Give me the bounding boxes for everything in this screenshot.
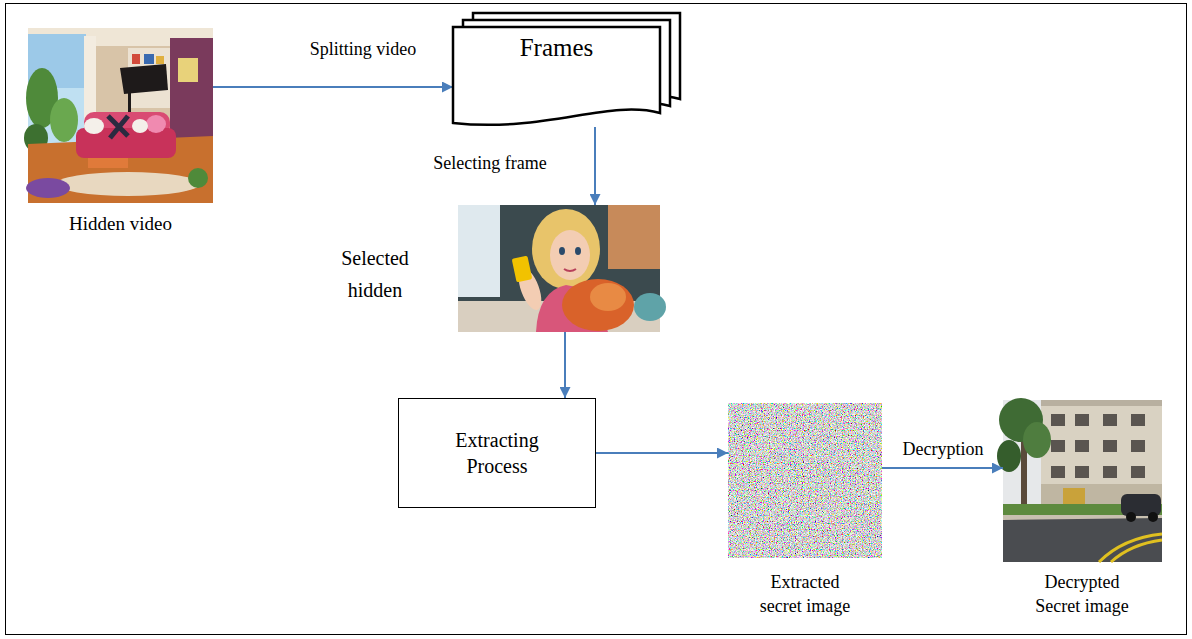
- street-photo-picture-part: [1003, 518, 1162, 562]
- street-photo-picture-part-part: [1131, 440, 1145, 452]
- decrypted-image: Decrypted Secret image: [1003, 400, 1162, 562]
- living-room-picture-part: [108, 116, 128, 138]
- street-photo-picture-part: [1111, 540, 1162, 562]
- living-room-picture-part: [84, 118, 104, 134]
- cartoon-frame-picture-part: [512, 256, 533, 283]
- flow-arrow: [594, 127, 596, 205]
- frame-border: [6, 4, 1187, 635]
- edge-label-holder: Decryption: [888, 438, 998, 461]
- living-room-picture-part: [188, 168, 208, 188]
- street-photo-picture-part-part: [1051, 414, 1065, 426]
- living-room-picture-part: [56, 172, 200, 196]
- edge-label: Decryption: [901, 439, 986, 459]
- image-caption: Selected hidden: [325, 242, 425, 306]
- living-room-picture-part: [170, 38, 213, 138]
- process-label: Extracting Process: [441, 427, 553, 479]
- stack-label: Frames: [520, 32, 594, 65]
- living-room-picture-part: [28, 28, 213, 203]
- street-photo-picture-part: [1126, 512, 1136, 522]
- street-photo-picture-part-part: [1075, 414, 1089, 426]
- selected-frame-image: Selected hidden: [458, 205, 660, 332]
- flow-arrow: [596, 452, 728, 454]
- living-room-picture-part: [26, 178, 70, 198]
- street-photo-picture-part-part: [1051, 440, 1065, 452]
- image-caption: Hidden video: [28, 212, 213, 237]
- cartoon-frame-picture-part: [590, 283, 626, 311]
- living-room-picture-part: [144, 54, 154, 64]
- document-sheet: [453, 27, 660, 125]
- image-caption: Decrypted Secret image: [1026, 570, 1138, 619]
- cartoon-frame-picture-part: [532, 209, 600, 289]
- street-photo-picture-part: [1041, 400, 1162, 508]
- scrambled-image: Extracted secret image: [728, 403, 882, 558]
- video-thumbnail: Hidden video: [28, 28, 213, 203]
- edge-label-holder: Selecting frame: [405, 152, 575, 175]
- street-photo-picture: [997, 398, 1162, 562]
- street-photo-picture-part: [1051, 414, 1145, 478]
- street-photo-picture-part: [1063, 488, 1085, 504]
- street-photo-picture-part-part: [1075, 466, 1089, 478]
- cartoon-frame-picture-part: [564, 269, 576, 271]
- living-room-picture-part: [132, 54, 140, 64]
- cartoon-frame-picture-part: [634, 293, 666, 321]
- street-photo-picture-part: [1099, 534, 1162, 562]
- street-photo-picture-part: [1148, 512, 1158, 522]
- street-photo-picture-part-part: [1131, 414, 1145, 426]
- street-photo-picture-part: [1041, 400, 1162, 406]
- street-photo-picture-part-part: [1103, 414, 1117, 426]
- flow-arrow: [564, 332, 566, 398]
- cartoon-frame-picture-part: [562, 279, 634, 331]
- image-caption: Extracted secret image: [750, 570, 860, 619]
- living-room-picture-part: [50, 98, 78, 142]
- caption-holder: Hidden video: [28, 212, 213, 237]
- cartoon-frame-picture-part: [458, 205, 660, 332]
- street-photo-picture-part-part: [1131, 466, 1145, 478]
- edge-label: Splitting video: [308, 39, 419, 59]
- street-photo-picture-part-part: [1103, 466, 1117, 478]
- caption-holder: Extracted secret image: [750, 570, 860, 619]
- street-photo-picture-part: [1023, 422, 1051, 458]
- text-holder: Extracting Process: [399, 399, 595, 507]
- cartoon-frame-picture-part: [608, 205, 660, 269]
- living-room-picture-part: [132, 119, 148, 133]
- living-room-picture: [24, 28, 213, 203]
- frames-stack: Frames: [453, 27, 660, 127]
- street-photo-picture-part-part: [1103, 440, 1117, 452]
- cartoon-frame-picture-part: [550, 230, 590, 280]
- living-room-picture-part: [178, 58, 198, 82]
- living-room-picture-part: [120, 64, 168, 94]
- street-photo-picture-part-part: [1051, 466, 1065, 478]
- edge-label: Selecting frame: [431, 153, 548, 173]
- scrambled-noise-picture: [728, 403, 882, 558]
- living-room-picture-part: [156, 56, 164, 64]
- process-box: Extracting Process: [398, 398, 596, 508]
- living-room-picture-part: [88, 158, 128, 168]
- flow-arrow: [213, 86, 453, 88]
- street-photo-picture-part-part: [1075, 440, 1089, 452]
- cartoon-frame-picture-part: [575, 247, 581, 255]
- edge-label-holder: Splitting video: [298, 38, 428, 61]
- cartoon-frame-picture-part: [458, 205, 500, 297]
- cartoon-frame-picture: [458, 205, 666, 332]
- cartoon-frame-picture-part: [559, 247, 565, 255]
- caption-holder: Selected hidden: [325, 242, 425, 306]
- living-room-picture-part: [146, 115, 166, 133]
- caption-holder: Decrypted Secret image: [1026, 570, 1138, 619]
- text-holder: Frames: [453, 27, 660, 127]
- flow-arrow: [882, 467, 1003, 469]
